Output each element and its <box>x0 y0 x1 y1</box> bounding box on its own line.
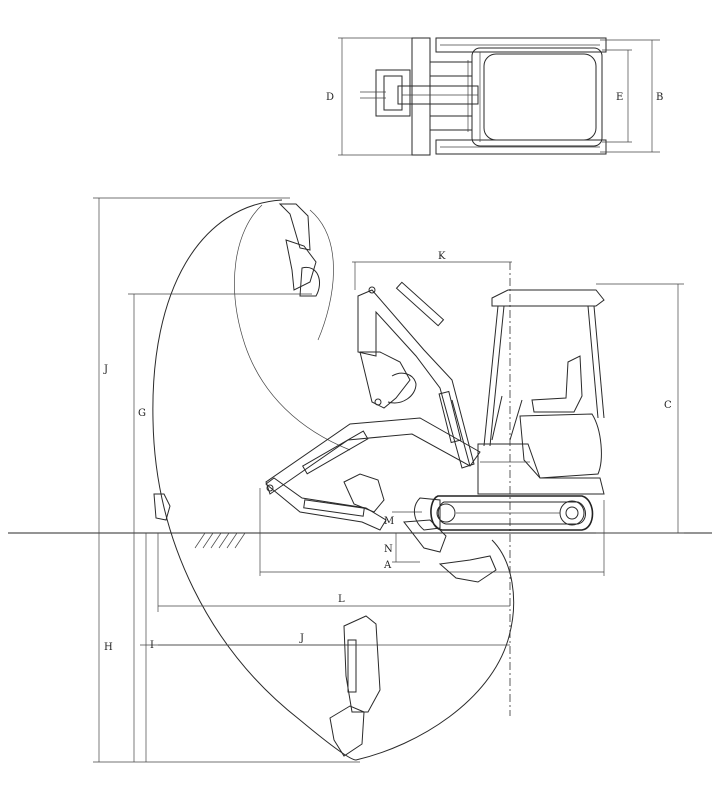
bucket-ground-2 <box>438 555 497 583</box>
machine-body <box>414 289 605 531</box>
label-G: G <box>138 408 146 419</box>
label-C: C <box>664 400 672 411</box>
label-E: E <box>616 92 623 103</box>
label-D: D <box>326 92 334 103</box>
label-H: H <box>104 642 113 653</box>
bucket-deep <box>329 615 381 757</box>
label-J-left: J <box>103 364 108 375</box>
ground-hatch <box>194 532 246 549</box>
label-M: M <box>384 516 394 527</box>
label-J: J <box>299 633 304 644</box>
label-B: B <box>656 92 663 103</box>
top-view <box>338 37 660 156</box>
label-N: N <box>384 544 393 555</box>
inner-envelope-2 <box>309 209 334 341</box>
label-A: A <box>383 560 392 571</box>
label-L: L <box>338 594 345 605</box>
bucket-top <box>278 203 320 297</box>
working-envelope <box>152 199 515 761</box>
boom-raised <box>357 281 475 469</box>
inner-envelope <box>234 204 351 451</box>
bucket-ground-1 <box>403 519 447 553</box>
bucket-left <box>153 493 171 521</box>
label-K: K <box>438 251 446 262</box>
label-I: I <box>150 640 154 651</box>
boom-reach <box>265 417 481 531</box>
